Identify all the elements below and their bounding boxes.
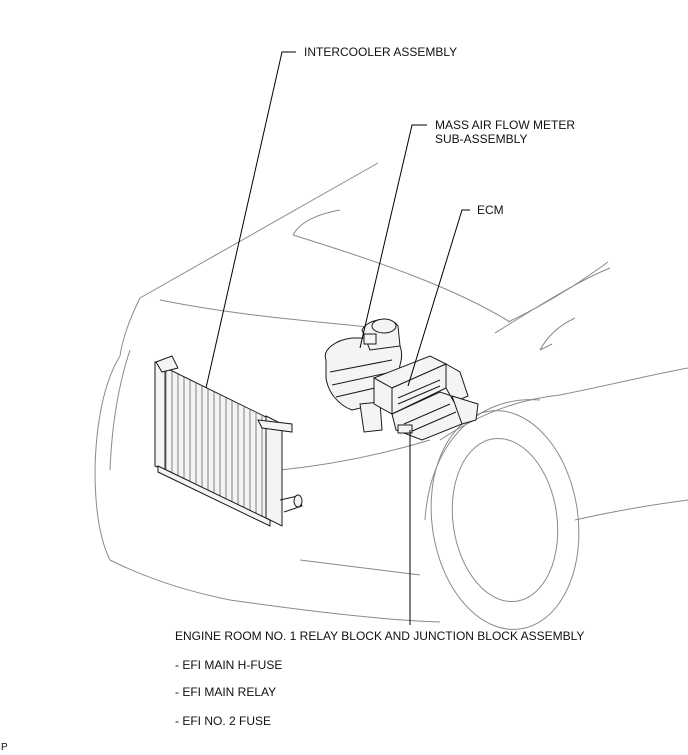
corner-code: P bbox=[1, 742, 8, 753]
label-fuse-item: - EFI NO. 2 FUSE bbox=[175, 714, 272, 728]
label-fuse-item: - EFI MAIN H-FUSE bbox=[175, 658, 283, 672]
intercooler-fins bbox=[165, 368, 263, 518]
label-maf-meter-line1: MASS AIR FLOW METER bbox=[435, 118, 576, 132]
roof-line bbox=[507, 261, 609, 323]
label-intercooler-assembly: INTERCOOLER ASSEMBLY bbox=[304, 45, 458, 59]
leader-ecm bbox=[407, 209, 470, 387]
label-maf-meter-line2: SUB-ASSEMBLY bbox=[435, 132, 528, 146]
relay-block-drawing bbox=[391, 363, 479, 441]
hood-line bbox=[119, 297, 141, 357]
a-pillar-line bbox=[292, 234, 511, 323]
label-ecm: ECM bbox=[477, 203, 504, 217]
leader-intercooler bbox=[205, 51, 296, 389]
front-wheel bbox=[424, 399, 580, 630]
front-fascia bbox=[94, 355, 121, 561]
intercooler-drawing bbox=[154, 355, 303, 527]
label-fuse-item: - EFI MAIN RELAY bbox=[175, 685, 277, 699]
windshield-line bbox=[139, 162, 379, 299]
car-body-outline bbox=[94, 162, 688, 623]
label-relay-block: ENGINE ROOM NO. 1 RELAY BLOCK AND JUNCTI… bbox=[175, 629, 585, 643]
leader-maf bbox=[359, 124, 427, 349]
leader-lines bbox=[205, 51, 470, 625]
